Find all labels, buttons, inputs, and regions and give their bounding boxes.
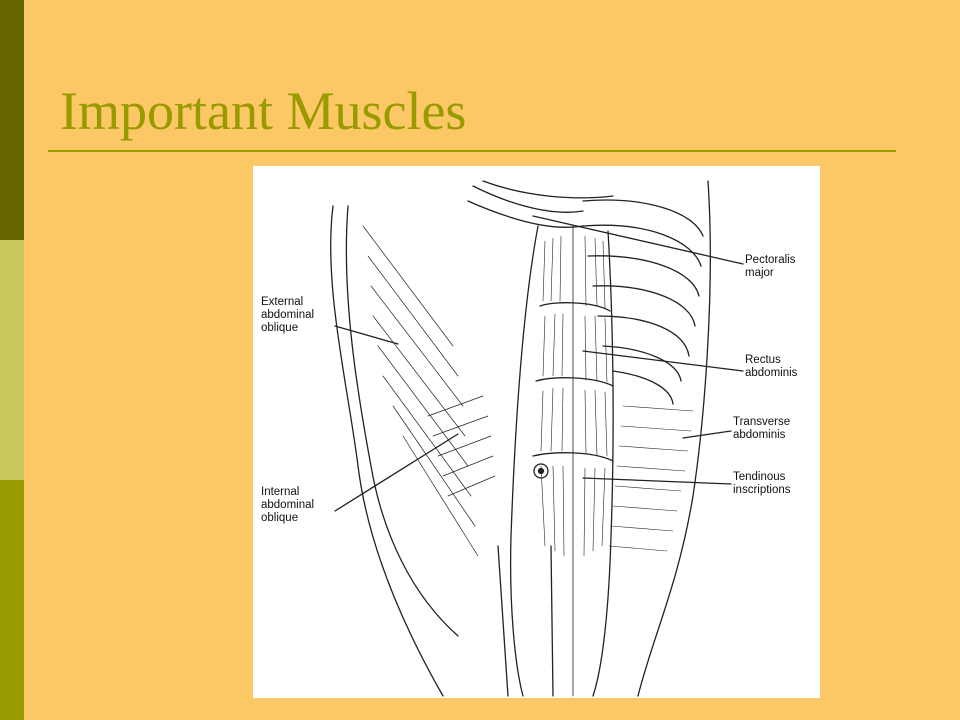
leader-pectoralis [532,215,744,265]
label-external-oblique: External abdominal oblique [261,296,315,334]
leader-tendinous [582,477,732,485]
leader-internal-oblique [334,433,459,512]
leader-transverse [682,430,732,439]
leader-rectus [582,350,744,372]
torso-outline-left [330,205,444,697]
torso-outline-right [637,180,711,697]
leader-external-oblique [334,325,399,345]
abdominal-muscles-diagram: External abdominal oblique Internal abdo… [253,166,820,698]
anatomy-illustration [330,180,744,697]
label-pectoralis-major: Pectoralis major [745,254,796,279]
label-tendinous-inscriptions: Tendinous inscriptions [733,471,791,496]
label-transverse-abdominis: Transverse abdominis [733,416,791,441]
label-internal-oblique: Internal abdominal oblique [261,486,315,524]
title-underline [48,150,896,152]
accent-bar-dark [0,0,24,240]
accent-bar-light [0,240,24,480]
label-rectus-abdominis: Rectus abdominis [745,354,798,379]
accent-bar-olive [0,480,24,720]
slide-title: Important Muscles [60,81,467,141]
